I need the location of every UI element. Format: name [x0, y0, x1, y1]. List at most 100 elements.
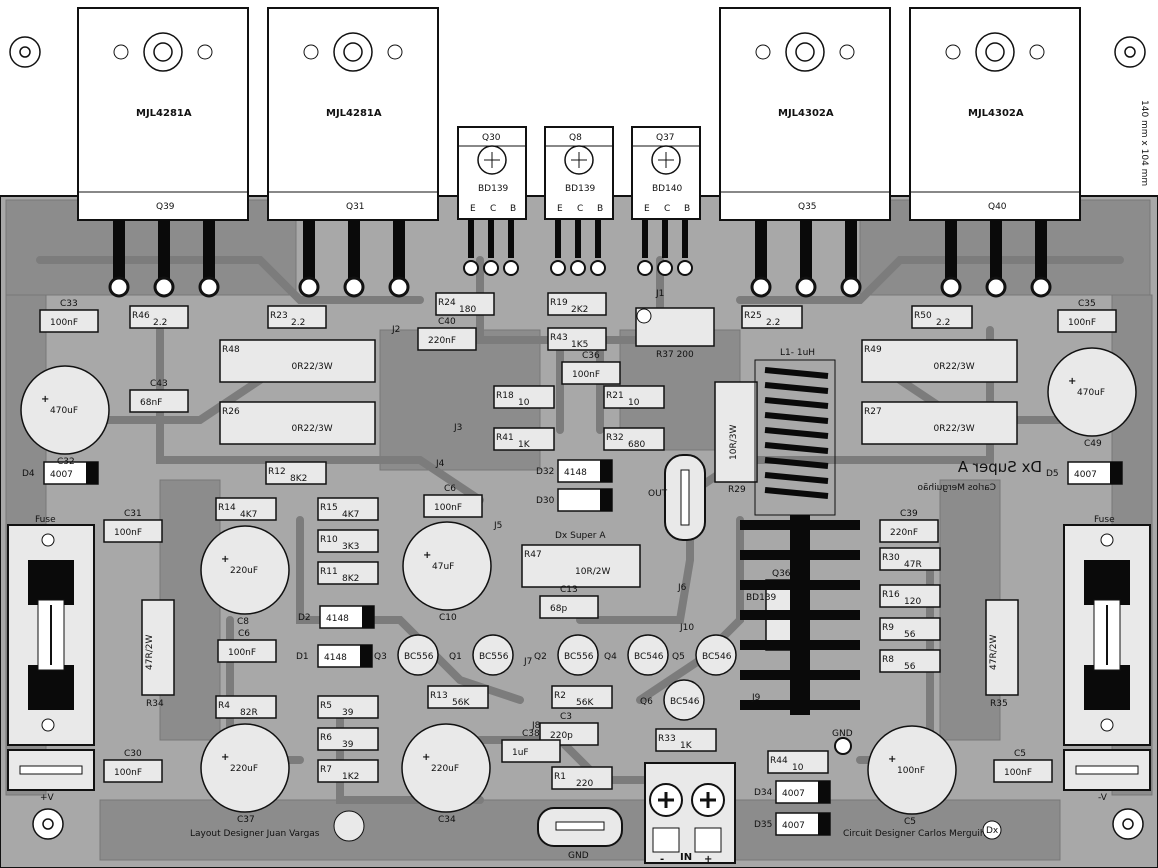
small-transistor-part: BC556: [564, 652, 594, 662]
resistor-value: 2K2: [571, 305, 588, 315]
component-group: R462.2R232.2R24180R192K2R431K5R252.2R502…: [22, 292, 1123, 836]
resistor-ref: R47: [524, 550, 542, 560]
resistor-value: 47R/2W: [145, 635, 155, 670]
capacitor-value: 220nF: [428, 336, 456, 346]
capacitor-ref: C3: [560, 712, 572, 722]
resistor-ref: R10: [320, 535, 338, 545]
capacitor-ref: C8: [237, 617, 249, 627]
silk-title: Dx Super A: [957, 458, 1042, 476]
resistor-ref: R12: [268, 467, 286, 477]
capacitor-value: 100nF: [114, 528, 142, 538]
power-transistor-part: MJL4281A: [326, 108, 382, 119]
resistor-ref: R9: [882, 623, 894, 633]
diode-ref: D4: [22, 469, 35, 479]
gnd-top-label: GND: [832, 729, 853, 739]
capacitor-ref: C31: [124, 509, 142, 519]
resistor-ref: R24: [438, 298, 456, 308]
resistor-ref: R23: [270, 311, 288, 321]
electrolytic-capacitor: +220uF C8: [200, 525, 290, 627]
resistor-value: 39: [342, 708, 354, 718]
driver-transistor-ref: Q37: [656, 133, 675, 143]
resistor-value: 47R: [904, 560, 922, 570]
capacitor-ref: C5: [904, 817, 916, 827]
diode-value: 4007: [50, 470, 73, 480]
resistor-ref: R50: [914, 311, 932, 321]
capacitor: C40 220nF: [417, 317, 477, 351]
resistor-value: 8K2: [290, 474, 307, 484]
resistor-ref: R35: [990, 699, 1008, 709]
small-transistor-part: BC546: [670, 697, 700, 707]
gnd-connector: GND: [537, 807, 623, 861]
capacitor-ref: C35: [1078, 299, 1096, 309]
resistor-ref: R29: [728, 485, 746, 495]
capacitor-ref: C49: [1084, 439, 1102, 449]
capacitor-value: 220uF: [431, 764, 459, 774]
fuse-right-label: Fuse: [1094, 515, 1115, 525]
power-transistor-part: MJL4281A: [136, 108, 192, 119]
small-transistor-ref: Q36: [772, 569, 791, 579]
capacitor-ref: C5: [1014, 749, 1026, 759]
resistor-ref: R2: [554, 691, 566, 701]
designer-logo: Dx: [333, 810, 1002, 842]
resistor-ref: R18: [496, 391, 514, 401]
resistor-value: 1K: [680, 741, 693, 751]
driver-pin-label: C: [664, 204, 670, 214]
capacitor-value: 220p: [550, 731, 573, 741]
jumper-label: J3: [453, 423, 462, 433]
capacitor-value: 47uF: [432, 562, 454, 572]
vminus-label: -V: [1098, 793, 1108, 803]
polarity-mark: +: [221, 554, 229, 565]
jumper-label: J2: [391, 325, 400, 335]
capacitor-value: 100nF: [228, 648, 256, 658]
capacitor-value: 470uF: [1077, 388, 1105, 398]
polarity-mark: +: [423, 550, 431, 561]
terminal-vplus: +V: [7, 749, 95, 803]
pot-label: R37 200: [656, 350, 694, 360]
resistor-ref: R19: [550, 298, 568, 308]
diode-value: 4007: [782, 789, 805, 799]
driver-pin-label: E: [470, 204, 476, 214]
capacitor: C5 100nF: [993, 749, 1053, 783]
power-transistor-part: MJL4302A: [968, 108, 1024, 119]
capacitor-value: 100nF: [434, 503, 462, 513]
diode-ref: D34: [754, 788, 773, 798]
resistor: R12 8K2: [265, 461, 327, 485]
resistor-ref: R44: [770, 756, 788, 766]
small-transistor-ref: Q5: [672, 652, 685, 662]
small-transistor-ref: Q6: [640, 697, 653, 707]
small-transistor-part: BC556: [404, 652, 434, 662]
resistor-ref: R6: [320, 733, 332, 743]
resistor-ref: R30: [882, 553, 900, 563]
capacitor-value: 100nF: [1004, 768, 1032, 778]
capacitor-ref: C40: [438, 317, 456, 327]
fuse-right: Fuse: [1063, 515, 1151, 746]
resistor-value: 2.2: [766, 318, 780, 328]
resistor-ref: R49: [864, 345, 882, 355]
jumper-label: J9: [751, 693, 761, 703]
resistor-value: 680: [628, 440, 645, 450]
resistor-ref: R13: [430, 691, 448, 701]
small-transistor-ref: Q4: [604, 652, 617, 662]
resistor-ref: R46: [132, 311, 150, 321]
fuse-left-label: Fuse: [35, 515, 56, 525]
driver-pin-label: B: [597, 204, 603, 214]
capacitor-value: 220uF: [230, 566, 258, 576]
capacitor-ref: C38: [522, 729, 540, 739]
